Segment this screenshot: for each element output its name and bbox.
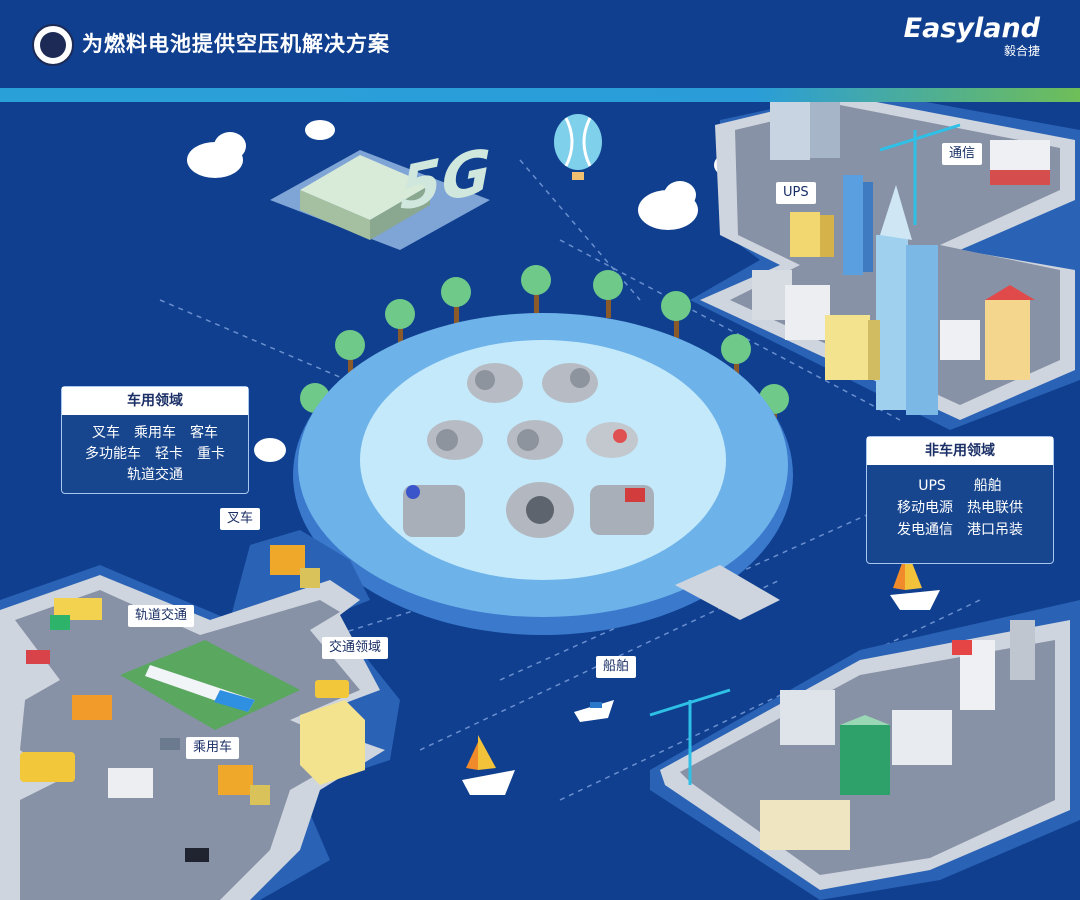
- car-icon: [160, 738, 180, 750]
- car-icon: [185, 848, 209, 862]
- header-stripe: [0, 88, 1080, 102]
- vehicle-domain-card: 车用领域 叉车 乘用车 客车 多功能车 轻卡 重卡 轨道交通: [61, 386, 249, 494]
- tuv-seal-logo: [32, 24, 74, 66]
- compressor-icon: [586, 422, 638, 458]
- truck-icon: [72, 695, 112, 720]
- header: 为燃料电池提供空压机解决方案 Easyland 毅合捷: [0, 0, 1080, 86]
- card-line: 叉车 乘用车 客车: [92, 425, 218, 441]
- label-rail-transit: 轨道交通: [128, 605, 195, 627]
- card-title: 非车用领域: [867, 437, 1053, 465]
- compressor-icon: [427, 420, 483, 460]
- compressor-icon: [403, 485, 465, 537]
- brand-logo: Easyland 毅合捷: [904, 14, 1040, 59]
- compressor-icon: [506, 482, 574, 538]
- air-compressor-products: [403, 363, 654, 538]
- compressor-icon: [467, 363, 523, 403]
- bottom-right-city: [649, 600, 1080, 900]
- card-line: 多功能车 轻卡 重卡: [85, 446, 225, 462]
- central-island: [293, 313, 793, 635]
- label-forklift: 叉车: [220, 508, 261, 530]
- brand-name-cn: 毅合捷: [1003, 44, 1040, 58]
- card-line: 轨道交通: [127, 467, 183, 483]
- label-telecom: 通信: [942, 143, 983, 165]
- label-passenger-car: 乘用车: [186, 737, 240, 759]
- brand-name-en: Easyland: [903, 13, 1040, 44]
- bus-icon: [315, 680, 349, 698]
- card-line: UPS 船舶: [918, 478, 1002, 494]
- card-line: 发电通信 港口吊装: [897, 522, 1023, 538]
- compressor-icon: [542, 363, 598, 403]
- car-icon: [26, 650, 50, 664]
- label-transport-domain: 交通领域: [322, 637, 389, 659]
- truck-icon: [54, 598, 102, 620]
- non-vehicle-domain-card: 非车用领域 UPS 船舶 移动电源 热电联供 发电通信 港口吊装: [866, 436, 1054, 564]
- page-title: 为燃料电池提供空压机解决方案: [82, 32, 390, 56]
- cloud-icon: [187, 120, 746, 462]
- compressor-icon: [507, 420, 563, 460]
- top-right-city: [690, 90, 1080, 430]
- label-ship: 船舶: [596, 656, 637, 678]
- sailboat-icon: [462, 735, 515, 795]
- speedboat-icon: [574, 700, 614, 722]
- hot-air-balloon-icon: [554, 114, 602, 180]
- card-body: UPS 船舶 移动电源 热电联供 发电通信 港口吊装: [867, 465, 1053, 541]
- forklift-icon: [218, 765, 270, 805]
- compressor-icon: [590, 485, 654, 535]
- crane-icon: [649, 688, 731, 785]
- card-title: 车用领域: [62, 387, 248, 415]
- crane-icon: [879, 123, 961, 225]
- fiveg-building: 5G: [270, 136, 491, 250]
- forklift-icon: [270, 545, 320, 588]
- fiveg-text: 5G: [400, 136, 491, 225]
- card-line: 移动电源 热电联供: [897, 500, 1023, 516]
- label-ups: UPS: [776, 182, 816, 204]
- card-body: 叉车 乘用车 客车 多功能车 轻卡 重卡 轨道交通: [62, 415, 248, 486]
- bottom-left-city: [0, 530, 400, 900]
- bus-icon: [20, 752, 75, 782]
